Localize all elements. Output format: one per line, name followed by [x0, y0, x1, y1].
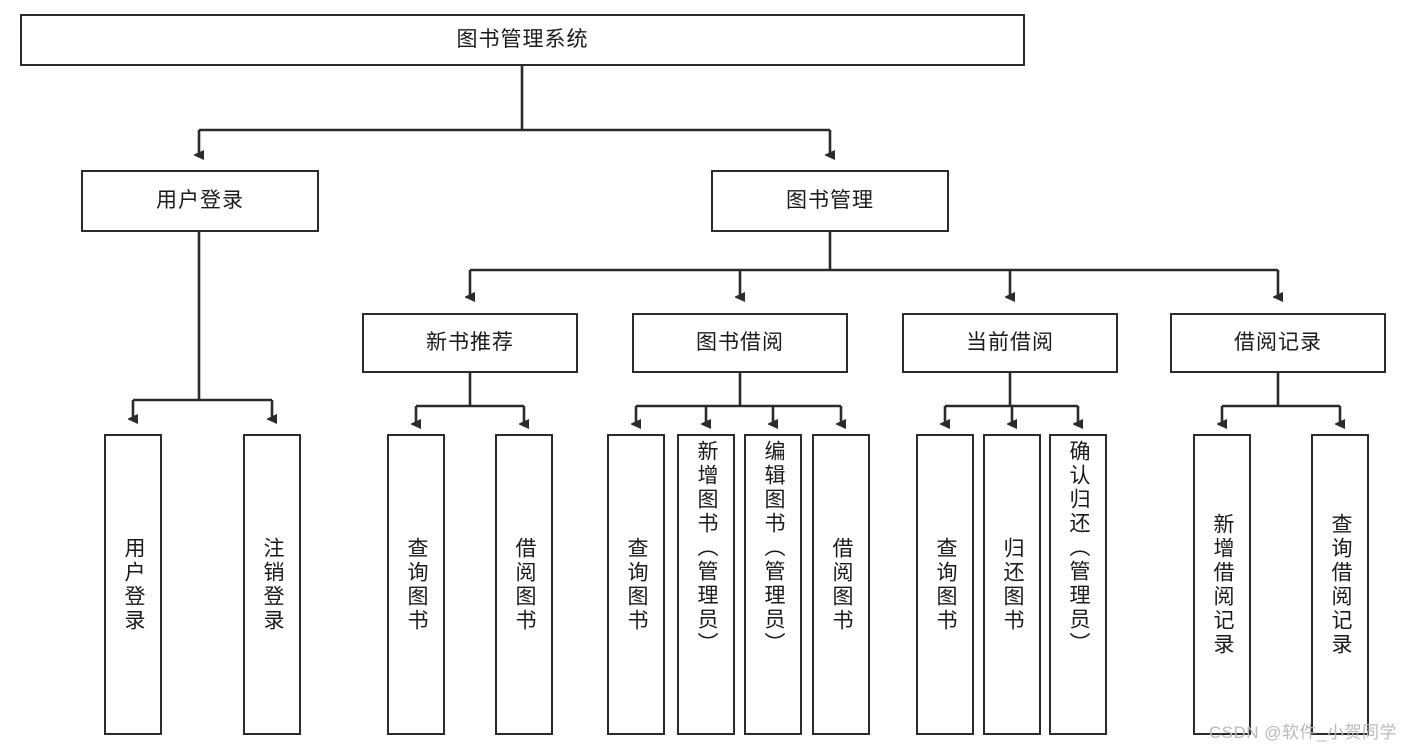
node-label: 图书管理系统	[456, 28, 589, 52]
node-label: 查询借阅记录	[1329, 512, 1353, 657]
leaf-query-book-recommend[interactable]: 查询图书	[387, 434, 445, 735]
leaf-query-book-borrow[interactable]: 查询图书	[607, 434, 665, 735]
node-label: 查询图书	[625, 536, 649, 633]
node-label: 编辑图书（管理员）	[762, 440, 786, 656]
leaf-edit-book-admin[interactable]: 编辑图书（管理员）	[744, 434, 802, 735]
node-book-management[interactable]: 图书管理	[711, 170, 949, 232]
node-label: 借阅图书	[830, 536, 854, 633]
leaf-query-borrow-record[interactable]: 查询借阅记录	[1311, 434, 1369, 735]
node-label: 归还图书	[1001, 536, 1025, 633]
node-label: 当前借阅	[966, 331, 1054, 355]
node-user-login[interactable]: 用户登录	[81, 170, 319, 232]
leaf-return-book[interactable]: 归还图书	[983, 434, 1041, 735]
node-label: 新增图书（管理员）	[695, 440, 719, 656]
node-label: 查询图书	[934, 536, 958, 633]
leaf-confirm-return-admin[interactable]: 确认归还（管理员）	[1049, 434, 1107, 735]
node-label: 图书管理	[786, 189, 874, 213]
csdn-watermark: CSDN @软件_小贺同学	[1208, 723, 1397, 742]
node-label: 借阅记录	[1234, 331, 1322, 355]
node-label: 用户登录	[122, 536, 146, 633]
leaf-query-book-current[interactable]: 查询图书	[916, 434, 974, 735]
node-borrow-record[interactable]: 借阅记录	[1170, 313, 1386, 373]
node-label: 注销登录	[261, 536, 285, 633]
leaf-add-book-admin[interactable]: 新增图书（管理员）	[677, 434, 735, 735]
node-label: 图书借阅	[696, 331, 784, 355]
node-label: 新书推荐	[426, 331, 514, 355]
leaf-logout-login[interactable]: 注销登录	[243, 434, 301, 735]
leaf-add-borrow-record[interactable]: 新增借阅记录	[1193, 434, 1251, 735]
node-label: 查询图书	[405, 536, 429, 633]
node-current-borrow[interactable]: 当前借阅	[902, 313, 1118, 373]
node-label: 用户登录	[156, 189, 244, 213]
node-new-book-recommend[interactable]: 新书推荐	[362, 313, 578, 373]
leaf-borrow-book-recommend[interactable]: 借阅图书	[495, 434, 553, 735]
leaf-user-login[interactable]: 用户登录	[104, 434, 162, 735]
node-book-borrow[interactable]: 图书借阅	[632, 313, 848, 373]
node-label: 确认归还（管理员）	[1067, 440, 1091, 656]
leaf-borrow-book[interactable]: 借阅图书	[812, 434, 870, 735]
node-root-system[interactable]: 图书管理系统	[20, 14, 1025, 66]
node-label: 新增借阅记录	[1211, 512, 1235, 657]
node-label: 借阅图书	[513, 536, 537, 633]
